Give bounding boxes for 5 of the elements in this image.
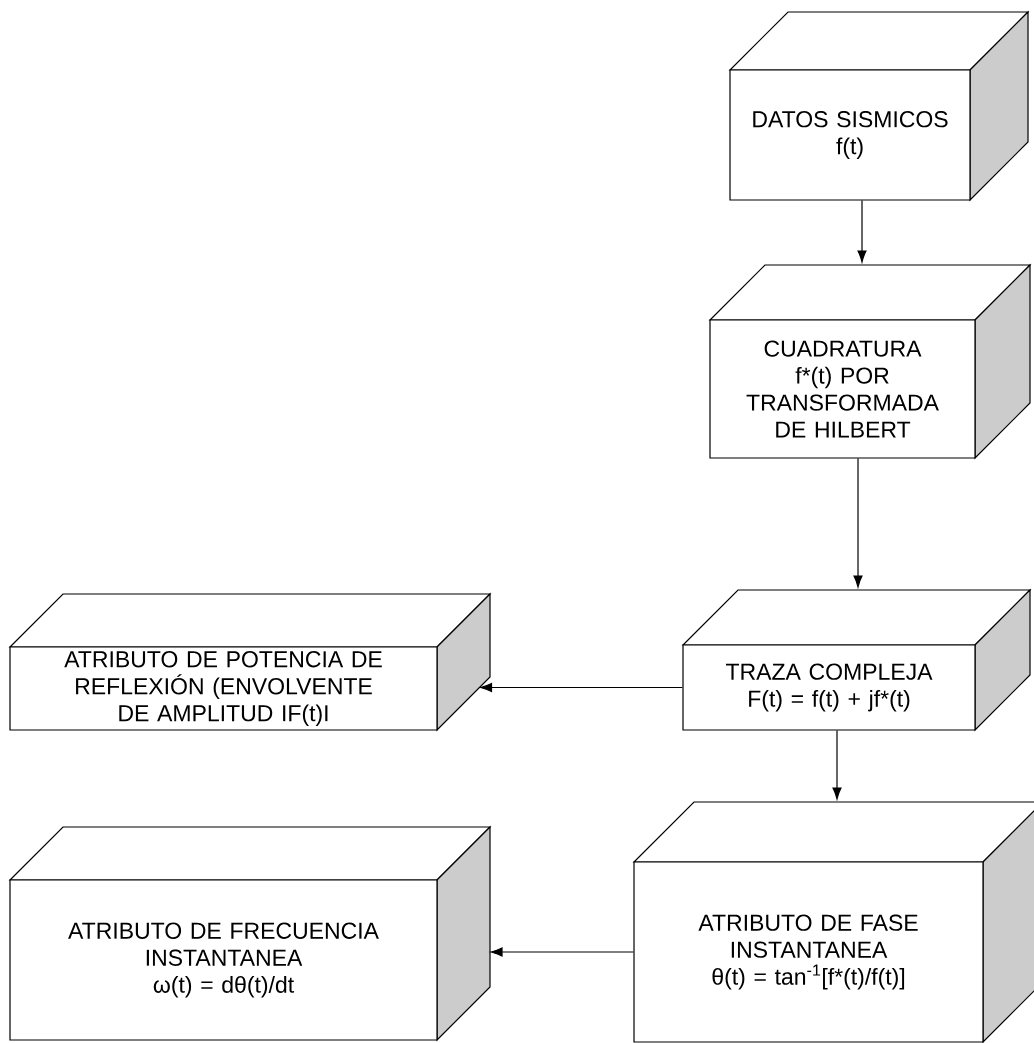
- arrow: [832, 730, 842, 800]
- arrow: [857, 200, 867, 263]
- arrow: [490, 947, 634, 957]
- arrow: [480, 682, 683, 693]
- arrow: [853, 458, 863, 588]
